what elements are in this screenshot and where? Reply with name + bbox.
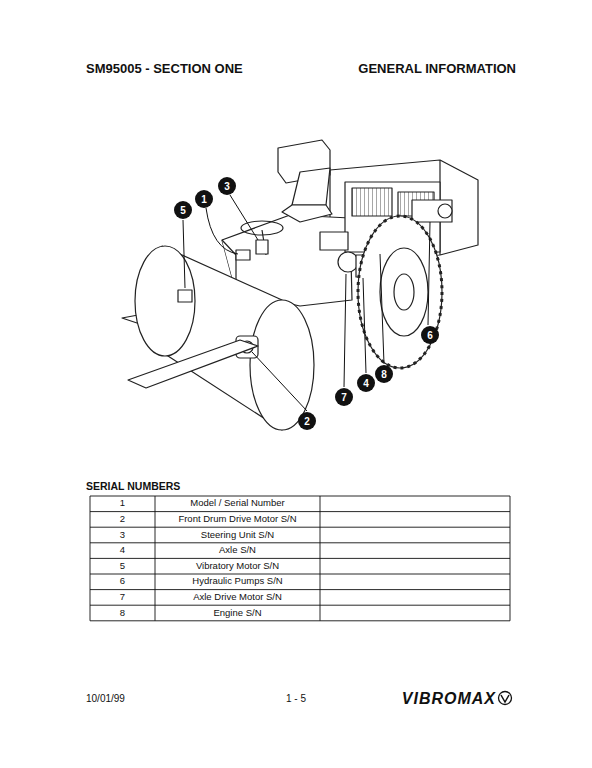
- callout-number: 8: [375, 365, 393, 383]
- table-rule: [90, 574, 510, 575]
- table-rule: [510, 496, 511, 621]
- callout-number: 2: [298, 412, 316, 430]
- callout-text: 6: [427, 330, 433, 341]
- leader-line: [230, 195, 258, 240]
- table-cell: 3: [120, 530, 125, 541]
- table-cell: 1: [120, 498, 125, 509]
- table-cell: 4: [120, 545, 125, 556]
- callout-number: 4: [357, 374, 375, 392]
- logo-mark: [499, 692, 512, 705]
- leader-line: [380, 254, 384, 364]
- callout-number: 7: [335, 388, 353, 406]
- seat: [282, 205, 332, 222]
- leader-line: [428, 222, 430, 325]
- table-cell: 7: [120, 592, 125, 603]
- callout-text: 2: [304, 416, 310, 427]
- callout-text: 4: [363, 378, 369, 389]
- table-rule: [90, 496, 91, 621]
- table-rule: [320, 496, 321, 621]
- table-cell: Axle Drive Motor S/N: [193, 592, 282, 603]
- table-cell: 2: [120, 514, 125, 525]
- table-heading: SERIAL NUMBERS: [86, 480, 180, 492]
- leader-line: [344, 274, 346, 387]
- callout-text: 7: [341, 392, 347, 403]
- brand-logo: VIBROMAX: [402, 690, 496, 708]
- leader-line: [206, 208, 238, 254]
- callout-text: 3: [224, 181, 230, 192]
- page-number: 1 - 5: [286, 693, 306, 705]
- pump-coupling: [320, 232, 348, 250]
- table-rule: [90, 620, 510, 621]
- table-cell: Vibratory Motor S/N: [196, 561, 279, 572]
- callout-number: 6: [421, 326, 439, 344]
- tyre-tread: [358, 216, 442, 368]
- callout-text: 8: [381, 369, 387, 380]
- table-cell: 6: [120, 576, 125, 587]
- table-cell: 8: [120, 608, 125, 619]
- table-rule: [90, 558, 510, 559]
- drum-frame-side: [128, 340, 258, 388]
- table-cell: 5: [120, 561, 125, 572]
- table-cell: Front Drum Drive Motor S/N: [178, 514, 296, 525]
- table-rule: [90, 542, 510, 543]
- callout-text: 1: [201, 194, 207, 205]
- table-cell: Engine S/N: [213, 608, 261, 619]
- table-cell: Hydraulic Pumps S/N: [192, 576, 282, 587]
- logo-mark: [501, 695, 509, 702]
- table-rule: [155, 496, 156, 621]
- rear-wheel: [358, 216, 442, 368]
- table-grid: [90, 496, 510, 621]
- table-cell: Axle S/N: [219, 545, 256, 556]
- vibratory-motor: [178, 290, 192, 302]
- table-cell: Steering Unit S/N: [201, 530, 274, 541]
- drum-end: [250, 300, 314, 430]
- table-rule: [90, 589, 510, 590]
- callout-number: 1: [195, 190, 213, 208]
- leader-line: [363, 278, 366, 373]
- leader-line: [252, 352, 307, 411]
- page-header: GENERAL INFORMATION: [358, 62, 516, 77]
- callout-text: 5: [180, 205, 186, 216]
- wheel-rim: [380, 248, 428, 336]
- pump-flange: [438, 204, 452, 218]
- table-cell: Model / Serial Number: [190, 498, 285, 509]
- page-header: SM95005 - SECTION ONE: [86, 62, 243, 77]
- wheel-hub: [394, 274, 414, 310]
- callout-number: 3: [218, 177, 236, 195]
- callout-number: 5: [174, 201, 192, 219]
- axle-drive-motor: [338, 252, 358, 272]
- table-rule: [90, 527, 510, 528]
- leader-line: [183, 220, 185, 288]
- page-date: 10/01/99: [86, 693, 125, 705]
- drum-end: [135, 246, 195, 356]
- table-rule: [90, 496, 510, 497]
- engine-fins: [352, 188, 392, 216]
- steering-unit: [256, 240, 268, 254]
- hydraulic-pumps: [412, 200, 452, 222]
- serial-plate: [236, 250, 250, 260]
- seat-back: [292, 168, 330, 205]
- table-rule: [90, 511, 510, 512]
- table-rule: [90, 605, 510, 606]
